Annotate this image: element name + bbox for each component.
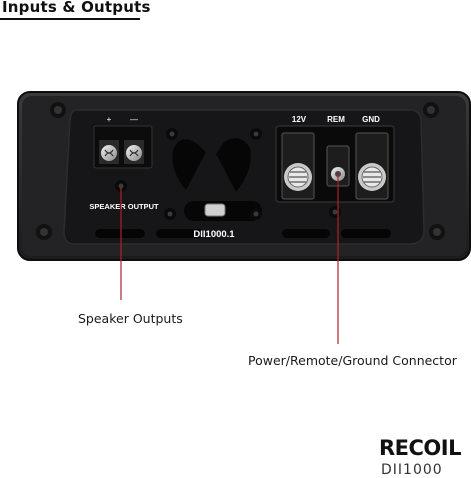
chassis-bolts	[36, 102, 445, 240]
power-connector-callout: Power/Remote/Ground Connector	[248, 353, 457, 368]
fuse	[204, 203, 226, 217]
power-gnd-label: GND	[362, 115, 380, 124]
power-rem-label: REM	[327, 115, 345, 124]
speaker-outputs-callout: Speaker Outputs	[78, 311, 183, 326]
section-heading: Inputs & Outputs	[2, 0, 151, 16]
panel-bolts	[115, 128, 341, 220]
vent-slots	[95, 229, 391, 238]
heading-underline	[0, 18, 140, 20]
speaker-terminal-block	[93, 125, 153, 169]
model-number-label: DII1000.1	[193, 229, 235, 240]
brand-model-partial: DII1000	[381, 462, 443, 478]
speaker-plus-label: +	[107, 115, 112, 124]
power-12v-label: 12V	[292, 115, 307, 124]
brand-logo: RECOIL	[379, 436, 461, 460]
amp-end-panel: + — SPEAKER OUTPUT DII1000.1 12V REM GND	[63, 109, 425, 245]
power-terminal-block	[275, 125, 395, 203]
speaker-output-label: SPEAKER OUTPUT	[89, 202, 159, 211]
speaker-minus-label: —	[130, 115, 138, 124]
callout-lines	[120, 174, 339, 344]
